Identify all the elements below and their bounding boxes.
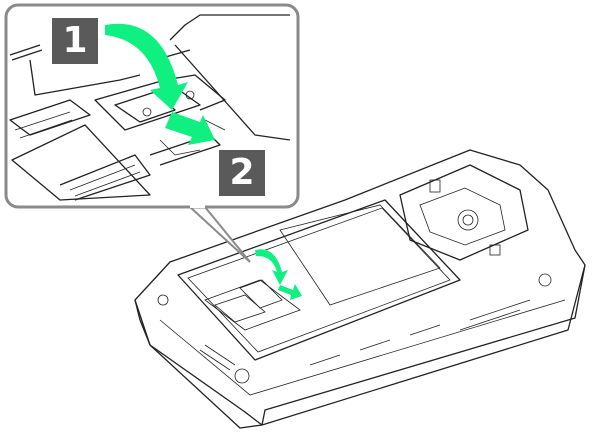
- callout-pointer: [189, 206, 251, 263]
- arrow-step-2: [165, 112, 215, 145]
- arrow-small-2: [278, 284, 302, 300]
- phone-body: [134, 149, 586, 429]
- arrow-small-1: [255, 249, 288, 285]
- step-1-label: 1: [52, 18, 98, 64]
- step-2-label: 2: [219, 150, 265, 196]
- arrow-step-1: [105, 23, 188, 110]
